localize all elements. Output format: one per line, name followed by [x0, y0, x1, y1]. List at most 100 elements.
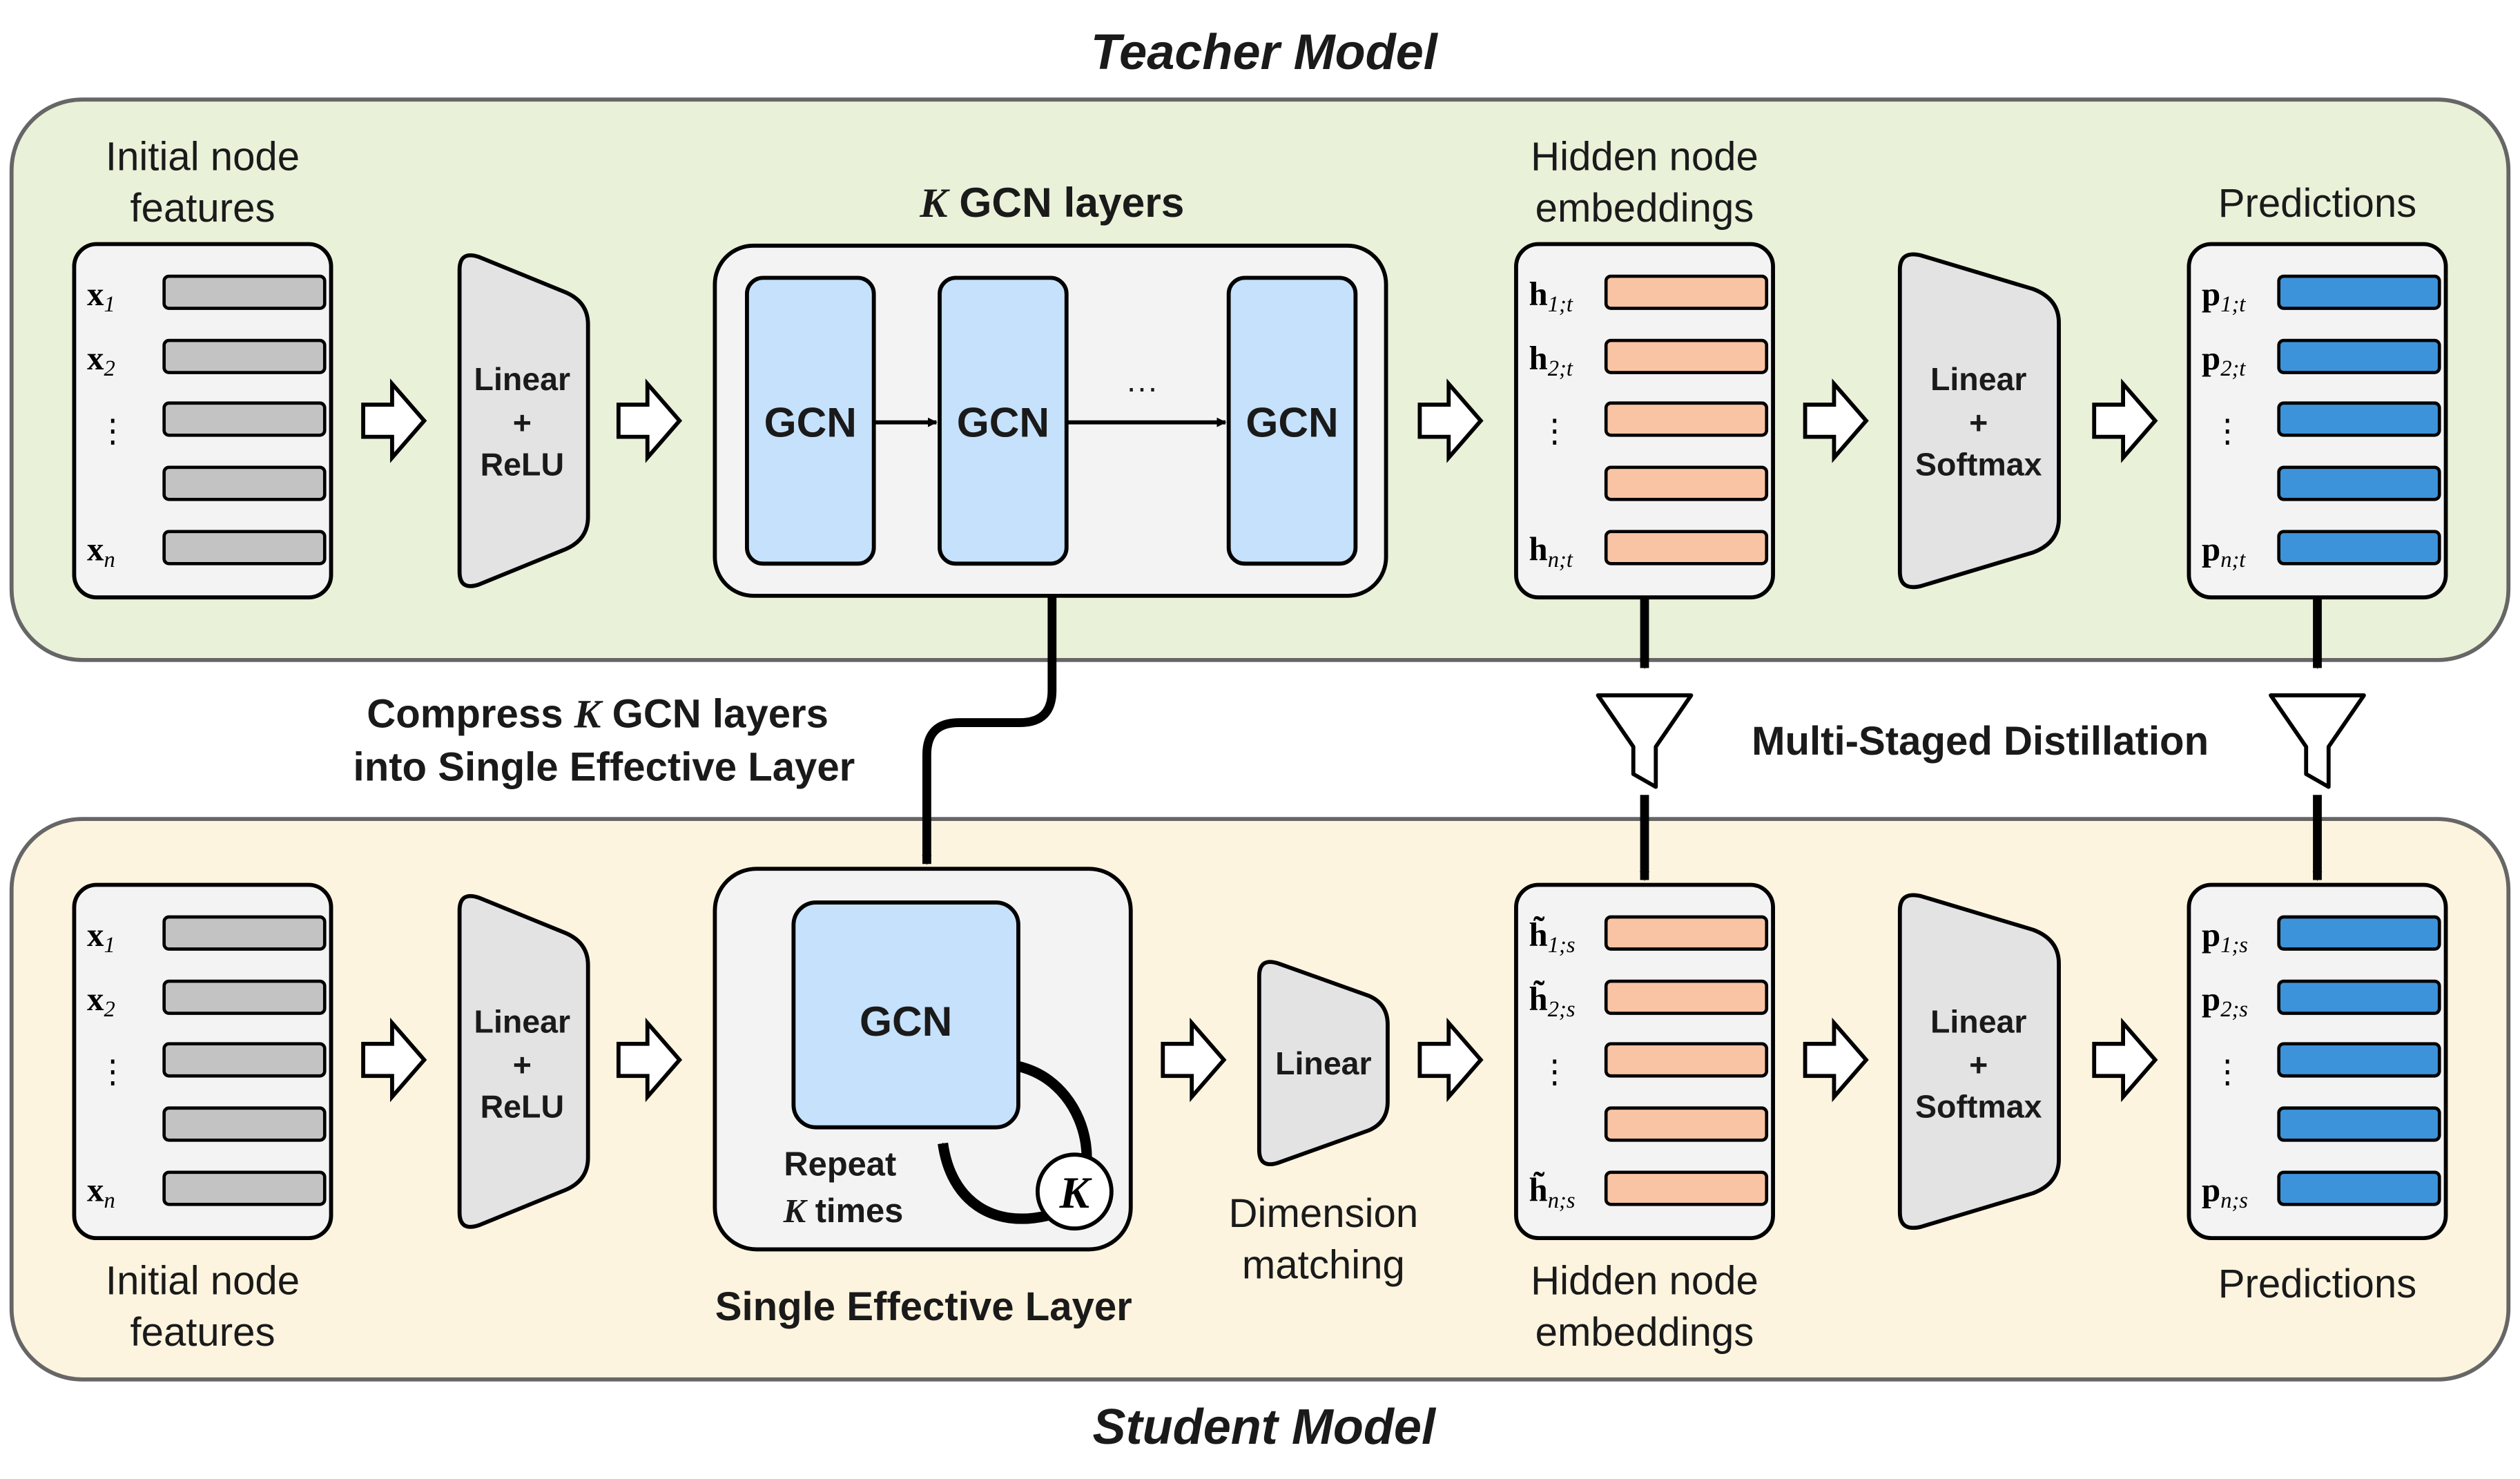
student-input-features: x1 x2 ⋮ xn — [72, 882, 333, 1241]
dimension-matching-label: Dimension — [1229, 1191, 1419, 1236]
feature-bar — [2277, 274, 2441, 310]
teacher-hidden-embeddings: h1;th2;t⋮hn;t — [1514, 242, 1775, 600]
compress-label-line1: Compress K GCN layers — [367, 692, 828, 737]
dimension-matching-linear-block — [1257, 960, 1390, 1167]
feature-bar — [1604, 1106, 1769, 1142]
feature-bar — [1604, 915, 1769, 951]
feature-bar — [2277, 915, 2441, 951]
variable-label: x2 — [87, 339, 115, 381]
student-input-label: Initial node — [106, 1259, 300, 1304]
variable-label: x2 — [87, 980, 115, 1022]
feature-bar — [2277, 530, 2441, 566]
linear-relu-label: + — [513, 1047, 532, 1083]
linear-relu-label: Linear — [474, 361, 571, 397]
variable-label: h2;t — [1529, 339, 1573, 381]
teacher-input-label: features — [130, 186, 275, 231]
vertical-ellipsis: ⋮ — [1539, 414, 1571, 450]
variable-label: x1 — [87, 275, 115, 317]
student-arrow-4 — [1417, 1017, 1484, 1103]
loop-k-label: K — [1059, 1168, 1093, 1218]
feature-bar — [162, 274, 327, 310]
feature-bar — [2277, 465, 2441, 501]
linear-relu-label: Linear — [474, 1003, 571, 1039]
student-gcn-layer — [791, 900, 1020, 1130]
variable-label: xn — [87, 1171, 115, 1213]
variable-label: pn;s — [2202, 1171, 2248, 1213]
vertical-ellipsis: ⋮ — [2211, 1055, 2243, 1090]
feature-bar — [2277, 1106, 2441, 1142]
feature-bar — [162, 1106, 327, 1142]
variable-label: h1;t — [1529, 275, 1573, 317]
repeat-label-line1: Repeat — [784, 1146, 896, 1183]
student-arrow-6 — [2092, 1017, 2158, 1103]
variable-label: xn — [87, 530, 115, 572]
compress-label-line2: into Single Effective Layer — [353, 744, 855, 789]
variable-label: h̃2;s — [1529, 980, 1576, 1023]
student-arrow-2 — [616, 1017, 683, 1103]
feature-bar — [1604, 401, 1769, 437]
feature-bar — [2277, 979, 2441, 1015]
teacher-arrow-3 — [1417, 378, 1484, 463]
variable-label: x1 — [87, 916, 115, 958]
variable-label: p2;s — [2202, 980, 2248, 1022]
teacher-model-title: Teacher Model — [1091, 25, 1439, 80]
student-arrow-5 — [1803, 1017, 1869, 1103]
gcn-layer-label: GCN — [1246, 399, 1338, 446]
feature-bar — [1604, 274, 1769, 310]
vertical-ellipsis: ⋮ — [2211, 414, 2243, 450]
multi-staged-distillation-label: Multi-Staged Distillation — [1752, 719, 2209, 764]
variable-label: pn;t — [2202, 530, 2246, 572]
linear-softmax-label: Linear — [1930, 361, 2027, 397]
student-predictions: p1;s p2;s ⋮ pn;s — [2187, 882, 2448, 1241]
variable-label: p2;t — [2202, 339, 2246, 381]
feature-bar — [2277, 338, 2441, 374]
gcn-layers-title: K GCN layers — [919, 179, 1184, 226]
gcn-layer-label: GCN — [764, 399, 857, 446]
linear-softmax-label: + — [1969, 405, 1988, 441]
feature-bar — [1604, 979, 1769, 1015]
teacher-arrow-1 — [361, 378, 427, 463]
teacher-arrow-4 — [1803, 378, 1869, 463]
feature-bar — [1604, 338, 1769, 374]
feature-bar — [2277, 1170, 2441, 1206]
teacher-input-features: x1 x2 ⋮ xn — [72, 242, 333, 600]
linear-softmax-label: Softmax — [1915, 1089, 2042, 1125]
feature-bar — [162, 979, 327, 1015]
linear-relu-label: ReLU — [481, 1089, 564, 1125]
vertical-ellipsis: ⋮ — [97, 414, 129, 450]
vertical-ellipsis: ⋮ — [1539, 1055, 1571, 1090]
loop-k-badge — [1035, 1152, 1114, 1231]
teacher-hidden-label: embeddings — [1535, 186, 1754, 231]
teacher-input-label: Initial node — [106, 135, 300, 180]
feature-bar — [162, 1170, 327, 1206]
teacher-arrow-2 — [616, 378, 683, 463]
variable-label: h̃1;s — [1529, 916, 1576, 958]
feature-bar — [1604, 530, 1769, 566]
variable-label: p1;t — [2202, 275, 2246, 317]
student-arrow-1 — [361, 1017, 427, 1103]
linear-relu-label: ReLU — [481, 446, 564, 482]
feature-bar — [162, 1042, 327, 1078]
student-hidden-label: embeddings — [1535, 1310, 1754, 1355]
repeat-label-line2: K times — [783, 1192, 904, 1230]
dimension-matching-label: matching — [1242, 1242, 1405, 1287]
feature-bar — [162, 530, 327, 566]
vertical-ellipsis: ⋮ — [97, 1055, 129, 1090]
feature-bar — [162, 401, 327, 437]
variable-label: p1;s — [2202, 916, 2248, 958]
student-model-title: Student Model — [1093, 1400, 1437, 1455]
hidden-distillation-funnel-icon — [1596, 693, 1694, 789]
dimension-linear-label: Linear — [1275, 1045, 1372, 1081]
variable-label: h̃n;s — [1529, 1170, 1576, 1213]
prediction-distillation-funnel-icon — [2269, 693, 2366, 789]
student-hidden-label: Hidden node — [1531, 1259, 1758, 1304]
compress-arrow — [922, 595, 1057, 865]
feature-bar — [162, 915, 327, 951]
student-input-label: features — [130, 1310, 275, 1355]
teacher-linear-softmax-block — [1897, 252, 2061, 590]
single-effective-layer-label: Single Effective Layer — [715, 1284, 1132, 1329]
gcn-ellipsis: ··· — [1126, 369, 1158, 405]
student-predictions-label: Predictions — [2218, 1262, 2417, 1306]
feature-bar — [1604, 1170, 1769, 1206]
